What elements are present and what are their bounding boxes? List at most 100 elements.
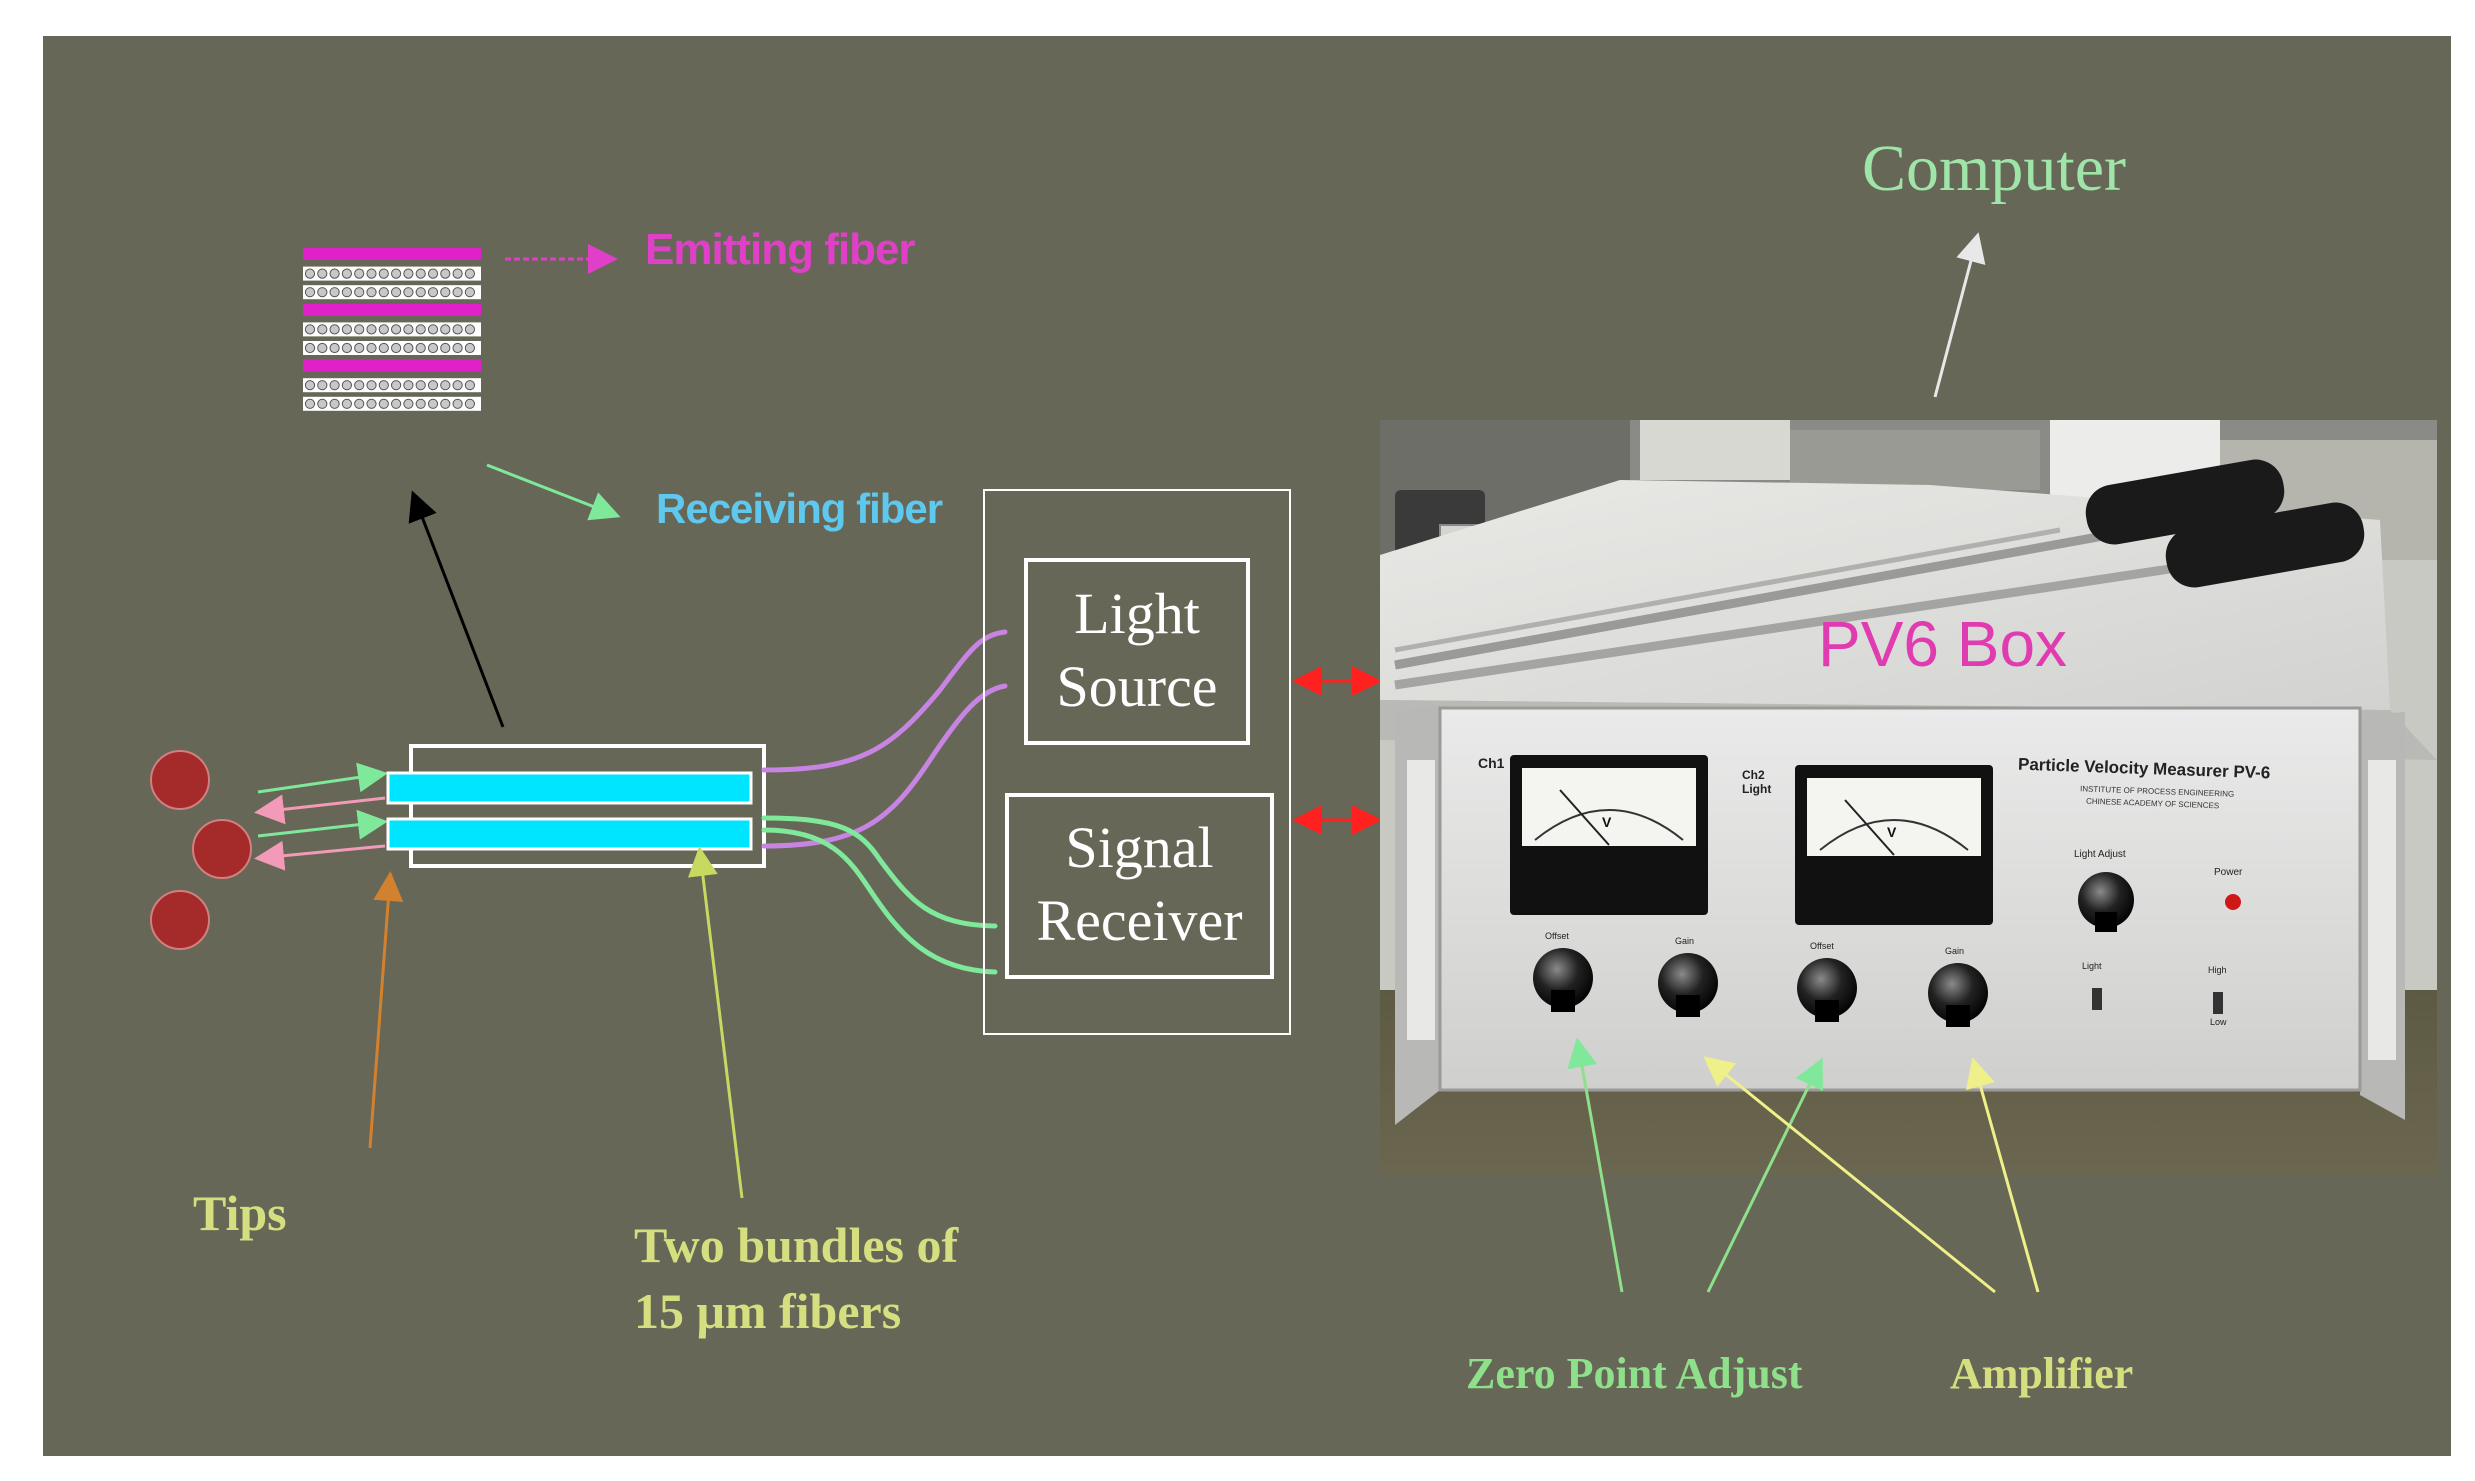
emitting-fiber-row (303, 303, 481, 316)
fiber-dot (464, 324, 475, 335)
bundles-label: Two bundles of 15 μm fibers (634, 1212, 958, 1344)
fiber-dot (464, 398, 475, 409)
power-label: Power (2214, 867, 2243, 878)
fiber-dot (403, 380, 414, 391)
fiber-dot (415, 268, 426, 279)
fiber-dot (452, 380, 463, 391)
tip-circles (150, 750, 252, 950)
fiber-dot (354, 324, 365, 335)
fiber-dot (317, 398, 328, 409)
light-source-line1: Light (1074, 581, 1200, 646)
high-label: High (2208, 965, 2227, 975)
offset-1-label: Offset (1545, 931, 1569, 941)
fiber-dot (427, 324, 439, 335)
fiber-dot (329, 342, 340, 354)
fiber-dot (415, 380, 426, 391)
fiber-dot (440, 324, 451, 335)
fiber-dot (378, 287, 389, 298)
fiber-dot (304, 287, 316, 298)
fiber-cables (761, 629, 1008, 975)
zero-point-adjust-label: Zero Point Adjust (1466, 1349, 1803, 1398)
fiber-dot (391, 342, 402, 354)
fiber-dot (391, 287, 402, 298)
fiber-dot (341, 342, 352, 354)
ch2-label: Ch2 Light (1742, 768, 1771, 797)
fiber-dot (464, 268, 475, 279)
fiber-dot (464, 342, 475, 354)
fiber-dot (403, 398, 414, 409)
fiber-dot (329, 380, 340, 391)
fiber-dot (317, 287, 328, 298)
fiber-dot (304, 268, 316, 279)
computer-label: Computer (1862, 132, 2126, 205)
emitting-fiber-row (303, 248, 481, 260)
amplifier-arrows (1703, 1056, 2040, 1294)
fiber-dot (403, 342, 414, 354)
meter-1-unit: V (1602, 814, 1612, 830)
fiber-dot (452, 342, 463, 354)
gain-2-label: Gain (1945, 946, 1965, 956)
fiber-dot (341, 268, 352, 279)
fiber-dot (464, 287, 475, 298)
fiber-dot (354, 342, 365, 354)
knob (1928, 963, 1988, 1027)
pv6-box-label: PV6 Box (1818, 608, 2068, 680)
emitting-fiber-row (303, 359, 481, 372)
knob (1797, 958, 1857, 1022)
fiber-dot (354, 380, 365, 391)
ch1-label: Ch1 (1478, 755, 1505, 771)
fiber-dot (329, 398, 340, 409)
bundles-line1: Two bundles of (634, 1217, 959, 1273)
computer-arrow (1933, 232, 1986, 398)
fiber-dot (452, 398, 463, 409)
fiber-dot (415, 342, 426, 354)
tips-arrow (368, 871, 404, 1149)
fiber-dot (378, 380, 389, 391)
fiber-dot (354, 268, 365, 279)
fiber-dot (391, 380, 402, 391)
zero-point-arrows (1567, 1037, 1823, 1293)
fiber-dot (341, 287, 352, 298)
fiber-dot (403, 324, 414, 335)
light-switch-label: Light (2082, 961, 2102, 971)
fiber-dot (366, 287, 377, 298)
fiber-dot (354, 287, 365, 298)
bundles-arrow (688, 846, 744, 1199)
fiber-dot (452, 324, 463, 335)
fiber-dot (440, 287, 451, 298)
fiber-dot (415, 324, 426, 335)
receiving-fiber-label: Receiving fiber (656, 485, 943, 532)
power-led (2225, 894, 2241, 910)
fiber-dot (317, 324, 328, 335)
fiber-dot (366, 398, 377, 409)
signal-receiver-line1: Signal (1065, 815, 1214, 880)
fiber-dot (427, 398, 439, 409)
fiber-dot (415, 398, 426, 409)
connection-arrows (1292, 666, 1382, 835)
signal-receiver-label: Signal Receiver (1007, 812, 1272, 957)
fiber-dot (317, 268, 328, 279)
fiber-dot (366, 380, 377, 391)
fiber-dot (415, 287, 426, 298)
knob (2078, 872, 2134, 932)
knob (1533, 948, 1593, 1012)
fiber-dot (341, 380, 352, 391)
fiber-dot (440, 380, 451, 391)
probe (386, 744, 766, 868)
fiber-dot (452, 287, 463, 298)
ch2-line2: Light (1742, 782, 1772, 797)
fiber-dot (317, 380, 328, 391)
fiber-dot (341, 324, 352, 335)
fiber-dot (304, 398, 316, 409)
fiber-dot (427, 287, 439, 298)
tip-arrows (254, 762, 388, 871)
light-source-label: Light Source (1026, 578, 1248, 723)
fiber-dot (452, 268, 463, 279)
pv6-photo (1380, 420, 2437, 1175)
fiber-dot (329, 268, 340, 279)
fiber-dot (427, 342, 439, 354)
fiber-dot (378, 398, 389, 409)
fiber-dot (329, 287, 340, 298)
tips-label: Tips (193, 1185, 287, 1241)
